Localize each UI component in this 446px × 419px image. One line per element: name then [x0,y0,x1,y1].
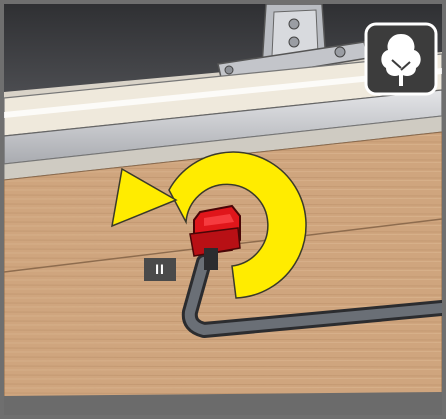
step-badge: II [144,258,176,281]
hardwood-tree-icon [364,22,438,96]
